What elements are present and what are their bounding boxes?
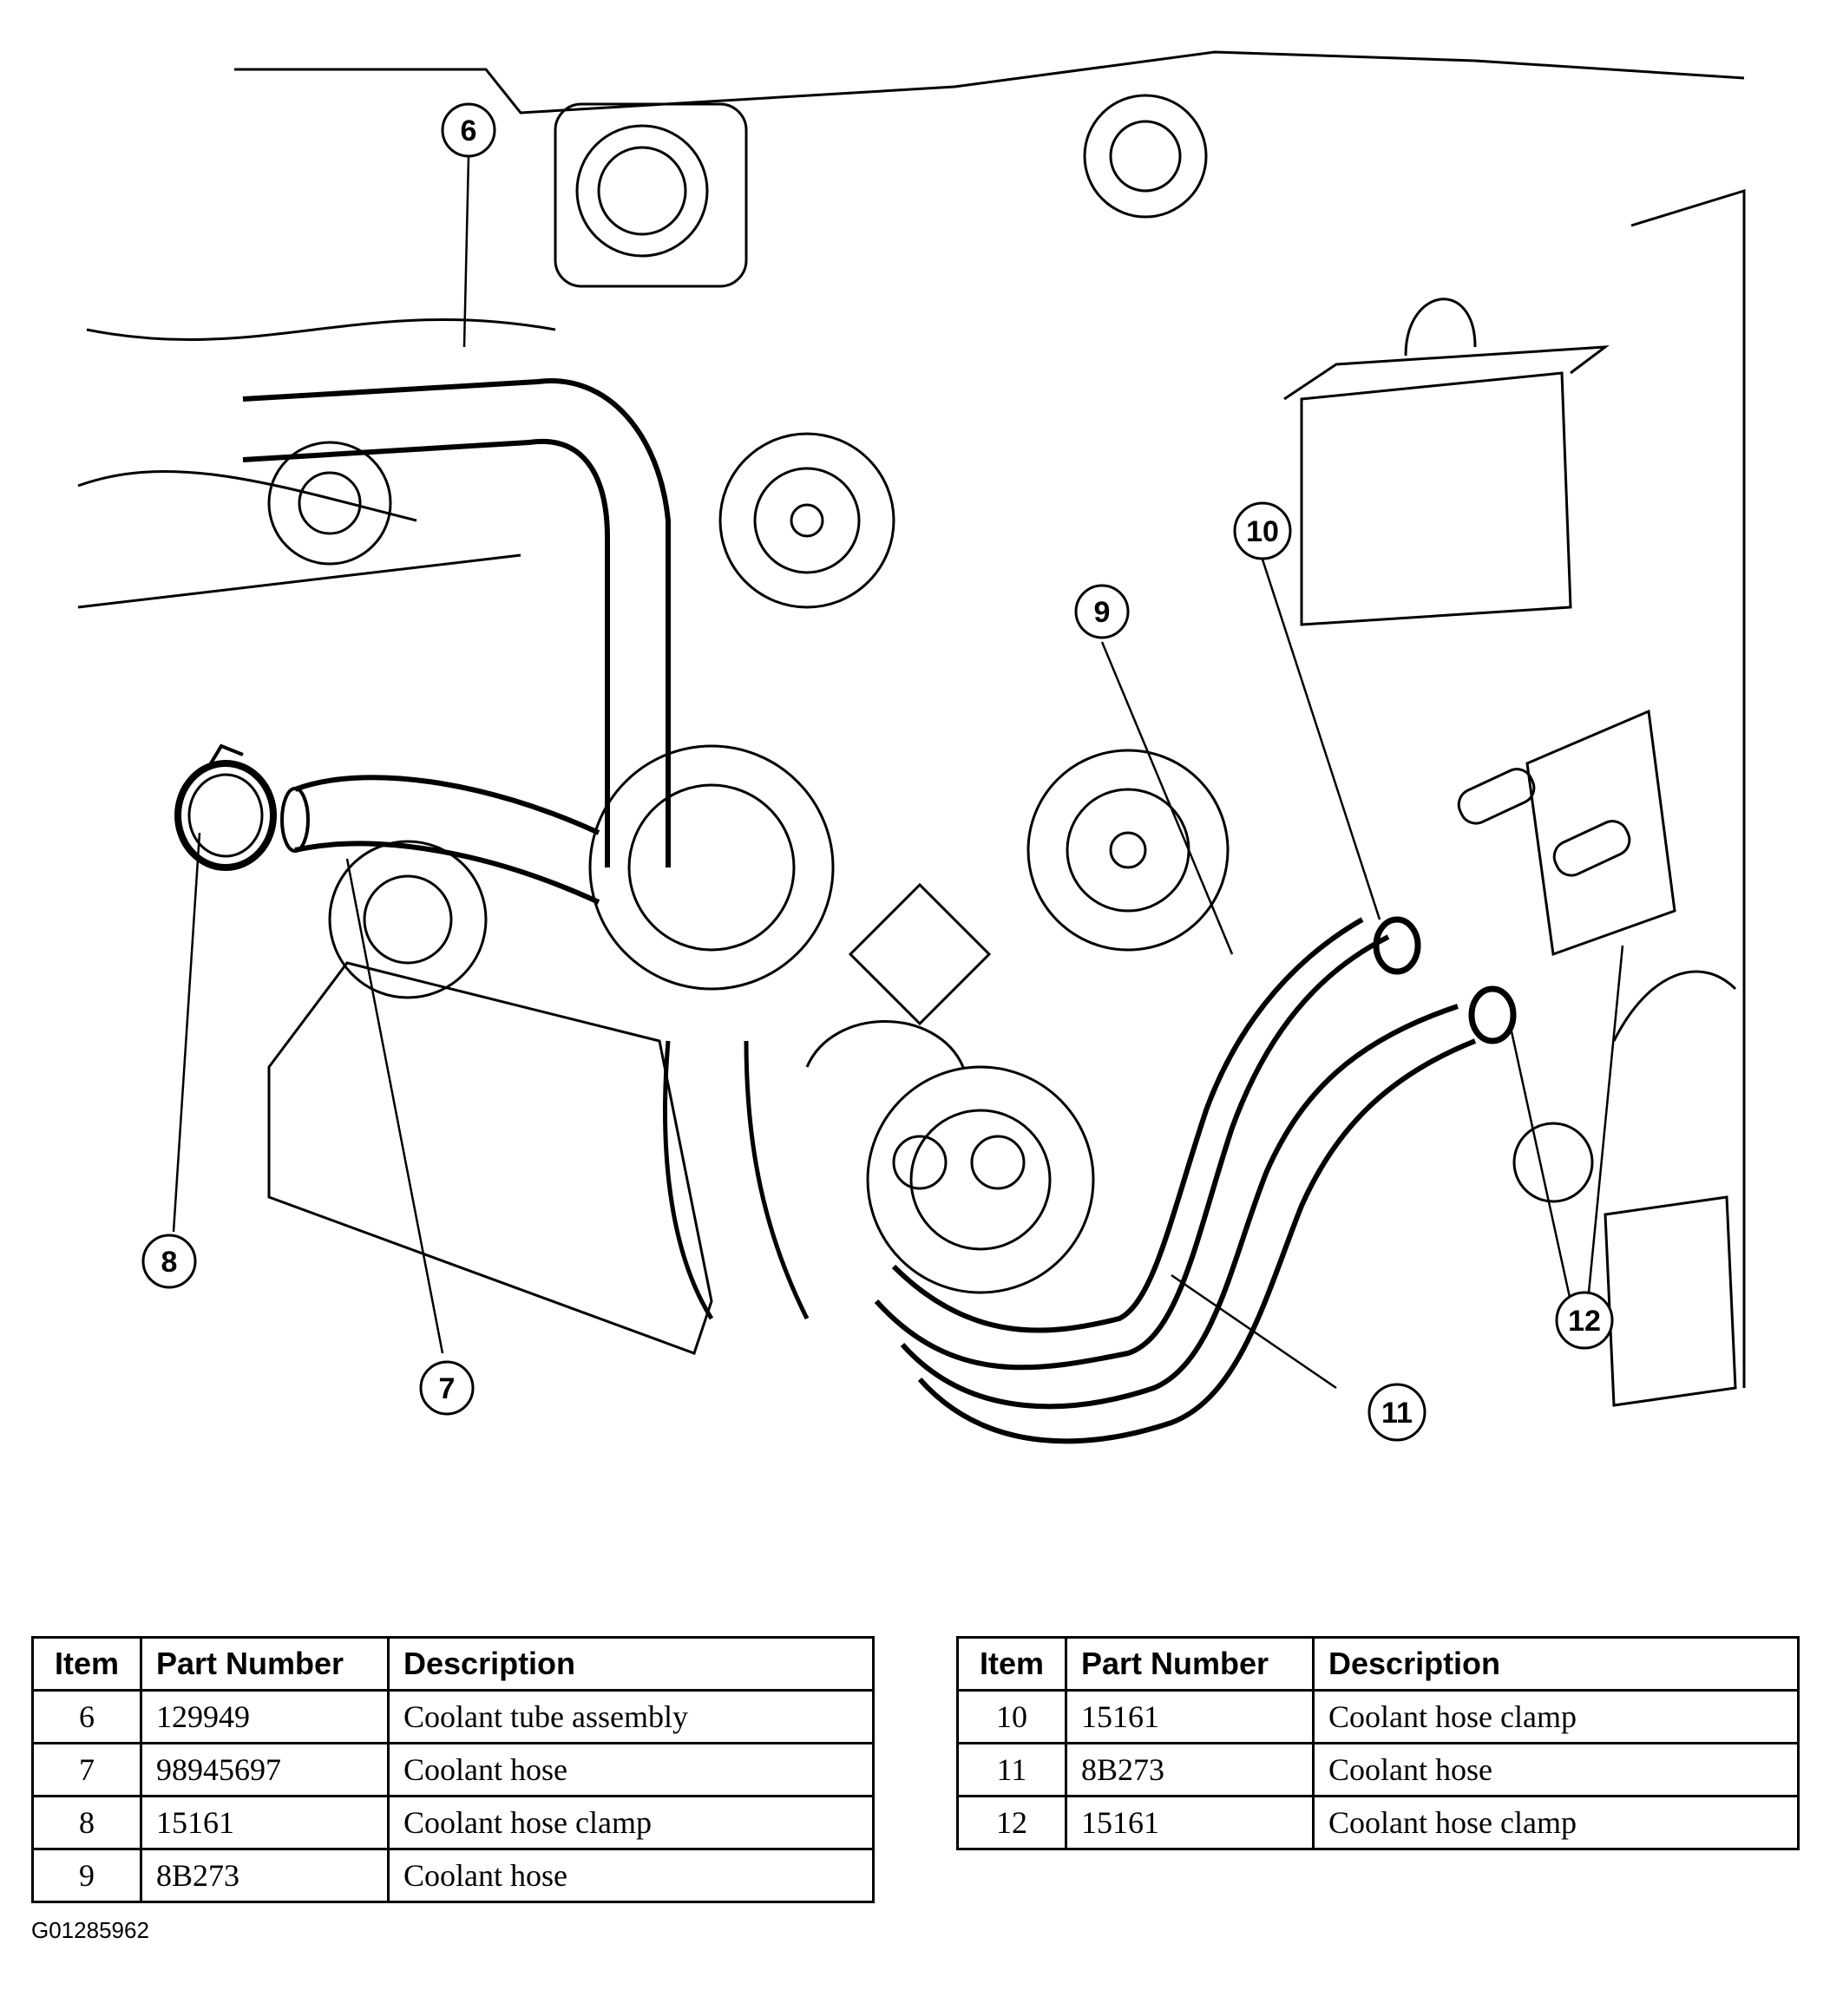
- cell-part-number: 8B273: [1065, 1742, 1315, 1797]
- header-description: Description: [387, 1636, 875, 1692]
- callout-9-label: 9: [1094, 596, 1111, 629]
- cell-item: 6: [31, 1689, 142, 1744]
- cell-item: 12: [956, 1795, 1067, 1850]
- parts-table-right: Item Part Number Description 10 15161 Co…: [956, 1636, 1800, 1850]
- cell-item: 7: [31, 1742, 142, 1797]
- cell-item: 8: [31, 1795, 142, 1850]
- callout-8: [141, 1234, 197, 1289]
- parts-table-left: Item Part Number Description 6 129949 Co…: [31, 1636, 875, 1903]
- callout-12-label: 12: [1568, 1305, 1601, 1338]
- header-item: Item: [31, 1636, 142, 1692]
- cell-part-number: 15161: [1065, 1795, 1315, 1850]
- figure-id: G01285962: [31, 1917, 149, 1943]
- callout-8-label: 8: [161, 1246, 178, 1279]
- header-item: Item: [956, 1636, 1067, 1692]
- callout-11: [1367, 1383, 1427, 1442]
- callout-10-label: 10: [1246, 515, 1279, 548]
- cell-description: Coolant hose clamp: [1312, 1689, 1800, 1744]
- cell-part-number: 15161: [1065, 1689, 1315, 1744]
- table-header-row: Item Part Number Description: [31, 1636, 875, 1692]
- callout-6-label: 6: [461, 115, 477, 147]
- callout-9: [1074, 584, 1130, 639]
- cell-part-number: 129949: [140, 1689, 390, 1744]
- table-row: 7 98945697 Coolant hose: [31, 1742, 875, 1797]
- table-row: 6 129949 Coolant tube assembly: [31, 1689, 875, 1744]
- table-row: 11 8B273 Coolant hose: [956, 1742, 1800, 1797]
- cell-part-number: 8B273: [140, 1848, 390, 1903]
- header-part-number: Part Number: [140, 1636, 390, 1692]
- header-description: Description: [1312, 1636, 1800, 1692]
- table-header-row: Item Part Number Description: [956, 1636, 1800, 1692]
- engine-coolant-illustration: 6 7 8 9 10 11 12: [77, 50, 1746, 1444]
- cell-part-number: 98945697: [140, 1742, 390, 1797]
- cell-description: Coolant hose: [387, 1742, 875, 1797]
- table-row: 12 15161 Coolant hose clamp: [956, 1795, 1800, 1850]
- table-row: 8 15161 Coolant hose clamp: [31, 1795, 875, 1850]
- cell-item: 9: [31, 1848, 142, 1903]
- callout-10: [1233, 501, 1292, 560]
- cell-item: 11: [956, 1742, 1067, 1797]
- cell-description: Coolant hose clamp: [1312, 1795, 1800, 1850]
- cell-description: Coolant hose: [1312, 1742, 1800, 1797]
- cell-description: Coolant tube assembly: [387, 1689, 875, 1744]
- header-part-number: Part Number: [1065, 1636, 1315, 1692]
- callout-7-label: 7: [439, 1372, 456, 1405]
- cell-part-number: 15161: [140, 1795, 390, 1850]
- table-row: 10 15161 Coolant hose clamp: [956, 1689, 1800, 1744]
- callout-12: [1555, 1291, 1614, 1350]
- table-row: 9 8B273 Coolant hose: [31, 1848, 875, 1903]
- callout-6: [441, 102, 496, 158]
- cell-description: Coolant hose clamp: [387, 1795, 875, 1850]
- callout-11-label: 11: [1381, 1397, 1413, 1430]
- callout-7: [419, 1360, 475, 1416]
- cell-description: Coolant hose: [387, 1848, 875, 1903]
- cell-item: 10: [956, 1689, 1067, 1744]
